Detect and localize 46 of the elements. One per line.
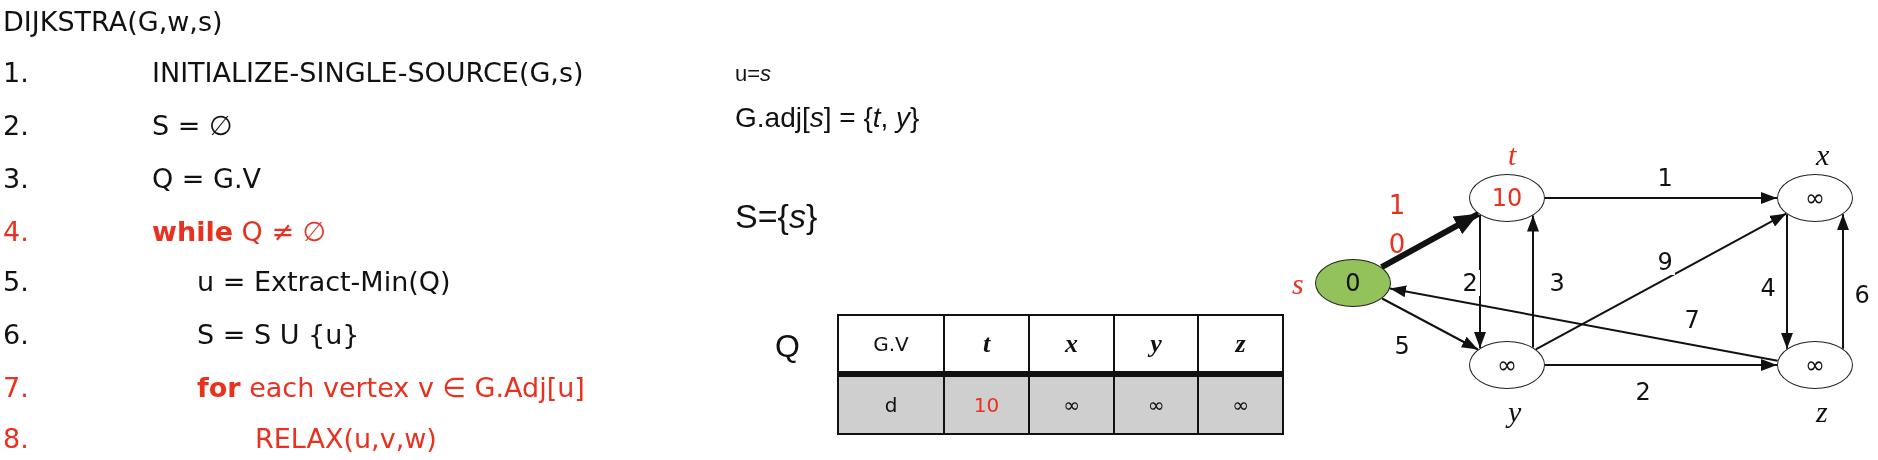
line-number: 2. xyxy=(3,110,29,141)
queue-label: Q xyxy=(775,328,800,364)
table-cell: ∞ xyxy=(1198,374,1283,434)
pseudocode-line: for each vertex v ∈ G.Adj[u] xyxy=(197,372,585,403)
vertex-name: t xyxy=(1508,140,1517,170)
arrow xyxy=(1527,214,1539,349)
table-cell: ∞ xyxy=(1114,374,1198,434)
line-number: 6. xyxy=(3,319,29,350)
arrow xyxy=(1544,192,1778,204)
line-number: 1. xyxy=(3,57,29,88)
table-cell: 10 xyxy=(944,374,1029,434)
arrow xyxy=(1534,212,1788,351)
arrow xyxy=(1474,213,1486,350)
vertex-name: x xyxy=(1816,140,1830,170)
table-cell: d xyxy=(838,374,944,434)
equation-text: G.adj[s] = {t, y} xyxy=(735,103,920,134)
pseudocode-line: S = ∅ xyxy=(152,110,233,141)
arrow xyxy=(1381,297,1479,351)
pseudocode-line: Q = G.V xyxy=(152,163,261,194)
vertex-name: s xyxy=(1292,269,1304,299)
arrow xyxy=(1781,213,1793,350)
equation-text: u=s xyxy=(735,61,772,86)
line-number: 3. xyxy=(3,163,29,194)
algorithm-title: DIJKSTRA(G,w,s) xyxy=(3,6,223,37)
line-number: 8. xyxy=(3,423,29,454)
line-number: 4. xyxy=(3,216,29,247)
pseudocode-line: u = Extract-Min(Q) xyxy=(197,266,451,297)
distance-value: ∞ xyxy=(1497,353,1517,377)
edge-weight: 1 0 xyxy=(1387,189,1407,261)
arrow xyxy=(1380,211,1480,270)
pseudocode-line: while Q ≠ ∅ xyxy=(152,216,327,247)
equation-text: S={s} xyxy=(735,197,818,235)
distance-value: ∞ xyxy=(1805,353,1825,377)
line-number: 5. xyxy=(3,266,29,297)
arrow xyxy=(1389,285,1779,362)
pseudocode-line: S = S U {u} xyxy=(197,319,360,350)
distance-value: 0 xyxy=(1345,271,1361,295)
table-cell: ∞ xyxy=(1029,374,1114,434)
vertex-name: z xyxy=(1816,397,1828,427)
arrow xyxy=(1544,359,1778,371)
distance-value: ∞ xyxy=(1805,186,1825,210)
pseudocode-line: INITIALIZE-SINGLE-SOURCE(G,s) xyxy=(152,57,584,88)
arrow xyxy=(1837,213,1849,350)
line-number: 7. xyxy=(3,372,29,403)
distance-value: 10 xyxy=(1491,186,1523,210)
pseudocode-line: RELAX(u,v,w) xyxy=(255,423,437,454)
